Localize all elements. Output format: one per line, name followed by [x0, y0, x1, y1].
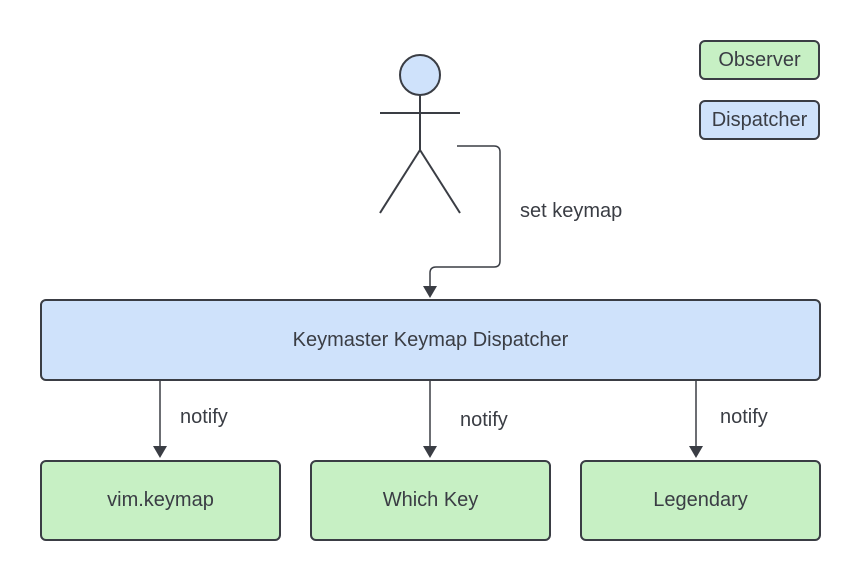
- notify-label-3: notify: [720, 406, 768, 428]
- observer-legendary: Legendary: [580, 460, 821, 541]
- legend-dispatcher: Dispatcher: [699, 100, 820, 140]
- actor-figure: [379, 54, 461, 214]
- actor-head: [399, 54, 441, 96]
- notify-arrowhead-1: [153, 446, 167, 458]
- notify-label-2: notify: [460, 409, 508, 431]
- keymap-dispatcher-box: Keymaster Keymap Dispatcher: [40, 299, 821, 381]
- actor-right-leg: [419, 149, 461, 214]
- notify-arrowhead-3: [689, 446, 703, 458]
- notify-label-1: notify: [180, 406, 228, 428]
- set-keymap-label: set keymap: [520, 200, 623, 222]
- set-keymap-arrowhead: [423, 286, 437, 298]
- set-keymap-arrow: [429, 145, 501, 286]
- actor-left-leg: [379, 149, 421, 214]
- notify-arrowhead-2: [423, 446, 437, 458]
- observer-which-key: Which Key: [310, 460, 551, 541]
- observer-vim-keymap: vim.keymap: [40, 460, 281, 541]
- legend-observer: Observer: [699, 40, 820, 80]
